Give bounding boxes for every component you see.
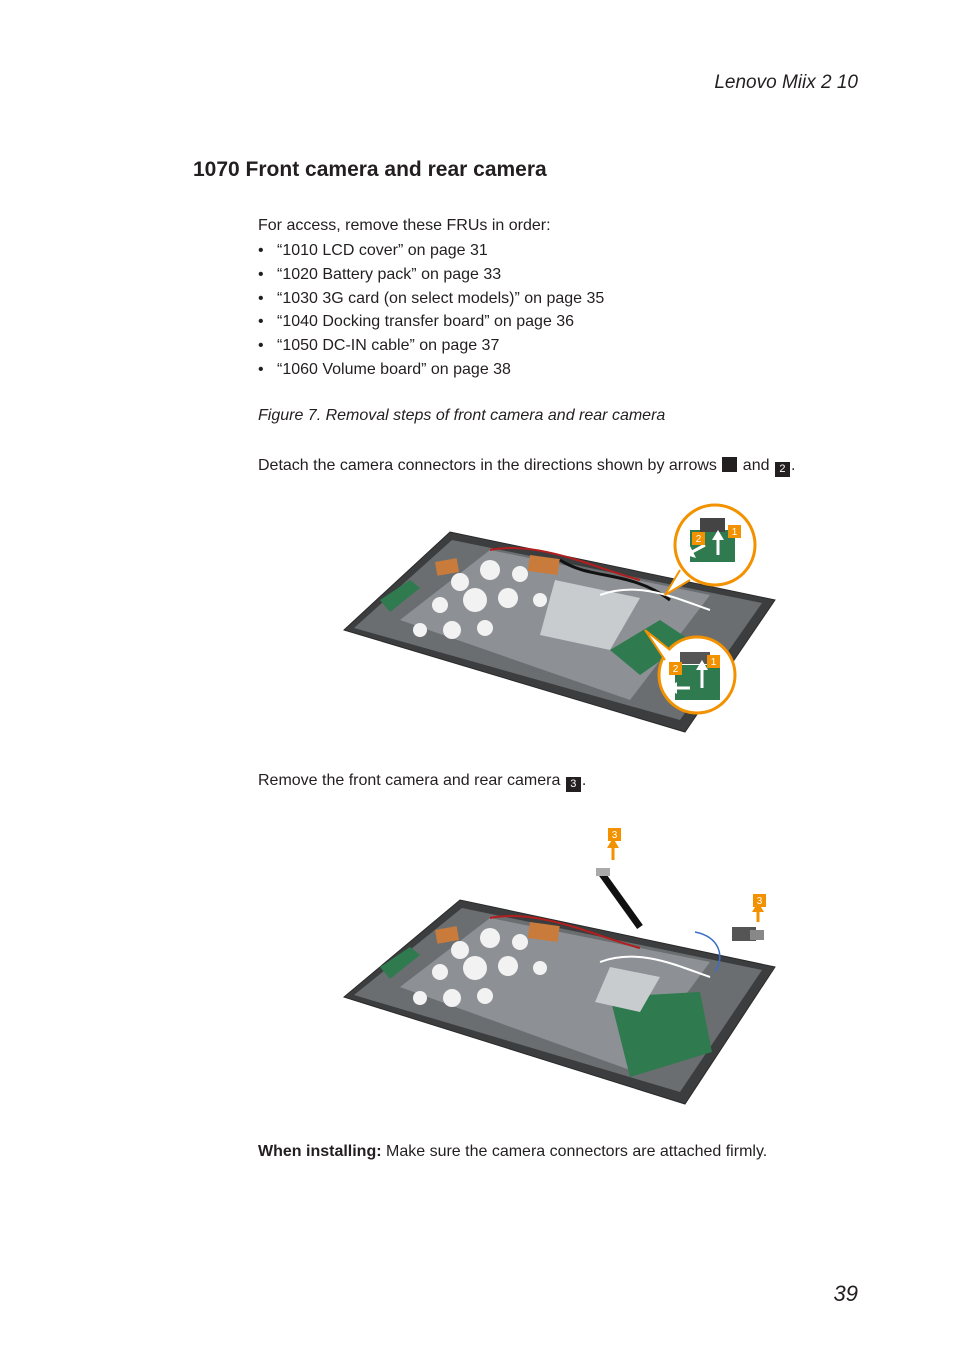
- list-item: “1010 LCD cover” on page 31: [258, 241, 604, 265]
- step-2-text: Remove the front camera and rear camera …: [258, 772, 586, 792]
- callout-label-3: 3: [757, 896, 763, 907]
- intro-text: For access, remove these FRUs in order:: [258, 217, 551, 234]
- callout-label-1: 1: [711, 657, 717, 668]
- section-title: 1070 Front camera and rear camera: [193, 158, 547, 181]
- callout-label-2: 2: [696, 534, 702, 545]
- list-item: “1060 Volume board” on page 38: [258, 360, 604, 384]
- page-number: 39: [833, 1281, 858, 1306]
- running-header: Lenovo Miix 2 10: [714, 72, 858, 93]
- list-item: “1050 DC-IN cable” on page 37: [258, 336, 604, 360]
- step-2-end: .: [581, 772, 587, 789]
- callout-label-1: 1: [732, 527, 738, 538]
- install-note: When installing: Make sure the camera co…: [258, 1143, 767, 1161]
- step-1-instruction: Detach the camera connectors in the dire…: [258, 457, 717, 474]
- step-1-text: Detach the camera connectors in the dire…: [258, 457, 795, 477]
- fru-list: “1010 LCD cover” on page 31 “1020 Batter…: [258, 241, 604, 384]
- step-2-instruction: Remove the front camera and rear camera: [258, 772, 561, 789]
- illustration-remove-cameras: 3 3: [342, 828, 776, 1105]
- step-badge-3: 3: [565, 777, 581, 792]
- install-label: When installing:: [258, 1143, 382, 1160]
- list-item: “1040 Docking transfer board” on page 36: [258, 312, 604, 336]
- list-item: “1020 Battery pack” on page 33: [258, 265, 604, 289]
- illustration-detach-connectors: 1 2 1 2: [343, 503, 776, 733]
- list-item: “1030 3G card (on select models)” on pag…: [258, 289, 604, 313]
- step-badge-1: [722, 457, 738, 472]
- step-badge-2: 2: [774, 462, 790, 477]
- step-1-and: and: [742, 457, 770, 474]
- step-1-end: .: [790, 457, 796, 474]
- figure-caption: Figure 7. Removal steps of front camera …: [258, 407, 666, 424]
- callout-label-3: 3: [612, 830, 618, 841]
- callout-label-2: 2: [673, 664, 679, 675]
- install-text: Make sure the camera connectors are atta…: [386, 1143, 768, 1160]
